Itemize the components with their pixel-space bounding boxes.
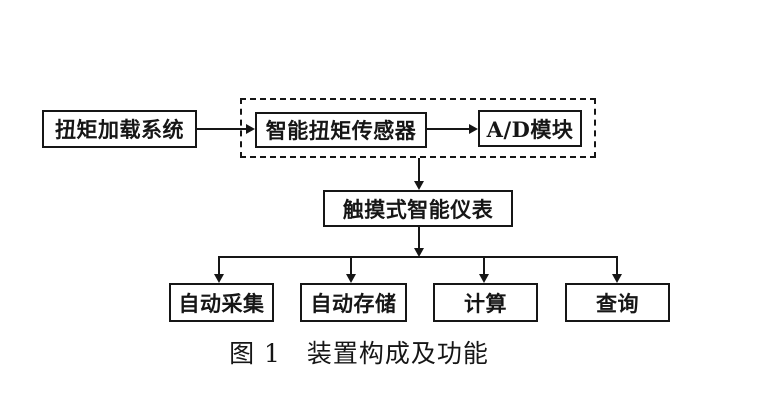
arrowhead-down-icon bbox=[479, 274, 489, 283]
node-auto-collect-label: 自动采集 bbox=[178, 290, 265, 316]
node-query-label: 查询 bbox=[596, 290, 639, 316]
connector-branch-to-compute bbox=[483, 257, 485, 274]
arrowhead-down-icon bbox=[346, 274, 356, 283]
node-smart-torque-sensor-label: 智能扭矩传感器 bbox=[265, 118, 417, 143]
node-query: 查询 bbox=[565, 283, 670, 322]
arrowhead-down-icon bbox=[214, 274, 224, 283]
node-torque-loading-system: 扭矩加载系统 bbox=[42, 110, 197, 148]
branch-distribution-line bbox=[218, 256, 618, 258]
figure-caption: 图 1 装置构成及功能 bbox=[229, 339, 489, 368]
connector-branch-to-query bbox=[616, 257, 618, 274]
node-torque-loading-system-label: 扭矩加载系统 bbox=[55, 117, 184, 142]
connector-branch-to-auto-store bbox=[350, 257, 352, 274]
node-touch-smart-instrument-label: 触摸式智能仪表 bbox=[342, 196, 494, 222]
connector-group-to-instrument bbox=[418, 158, 420, 181]
arrowhead-down-icon bbox=[414, 181, 424, 190]
connector-sensor-to-ad bbox=[427, 128, 469, 130]
node-compute-label: 计算 bbox=[464, 290, 507, 316]
node-auto-store-label: 自动存储 bbox=[310, 290, 397, 316]
node-touch-smart-instrument: 触摸式智能仪表 bbox=[323, 190, 513, 227]
connector-instrument-to-branch bbox=[418, 227, 420, 248]
node-auto-store: 自动存储 bbox=[300, 283, 407, 322]
arrowhead-down-icon bbox=[612, 274, 622, 283]
node-smart-torque-sensor: 智能扭矩传感器 bbox=[255, 112, 427, 148]
node-ad-module: A/D模块 bbox=[478, 110, 582, 147]
node-compute: 计算 bbox=[433, 283, 538, 322]
arrowhead-down-icon bbox=[414, 248, 424, 257]
node-auto-collect: 自动采集 bbox=[169, 283, 274, 322]
connector-torque-to-sensor bbox=[197, 128, 246, 130]
node-ad-module-label: A/D模块 bbox=[486, 116, 574, 142]
connector-branch-to-auto-collect bbox=[218, 257, 220, 274]
arrowhead-right-icon bbox=[469, 124, 478, 134]
arrowhead-right-icon bbox=[246, 124, 255, 134]
